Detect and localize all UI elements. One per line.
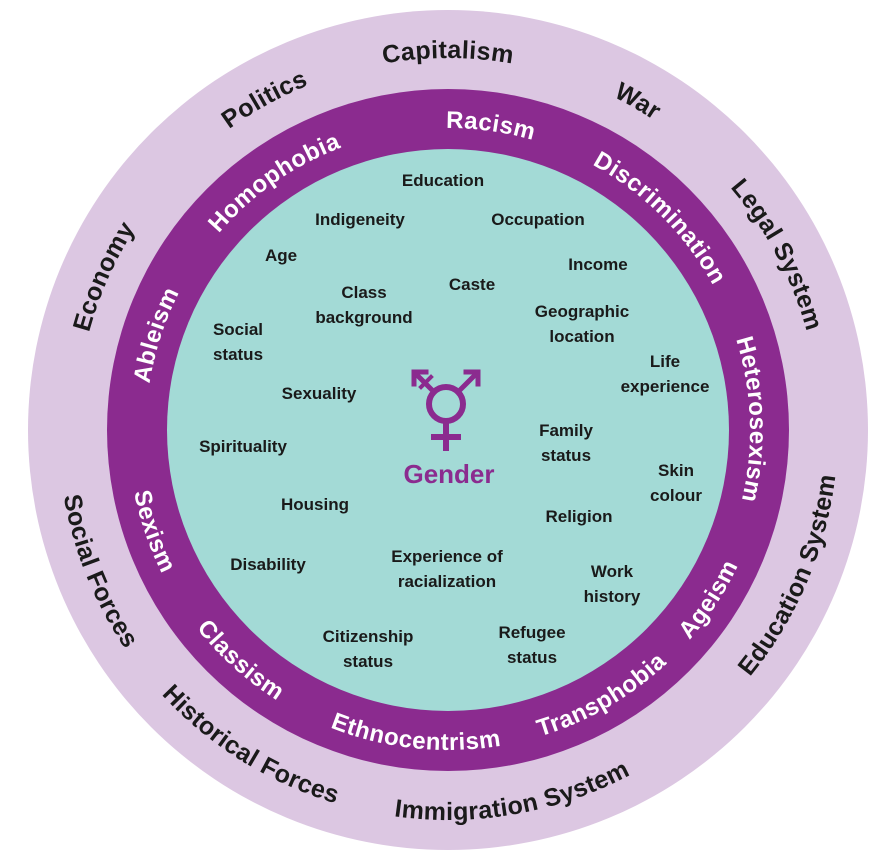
transgender-symbol-icon [411, 369, 481, 451]
center-label: Gender [403, 459, 494, 489]
factor-income: Income [568, 255, 628, 274]
factor-sexuality: Sexuality [282, 384, 357, 403]
factor-housing: Housing [281, 495, 349, 514]
factor-spirituality: Spirituality [199, 437, 287, 456]
factor-occupation: Occupation [491, 210, 585, 229]
factor-age: Age [265, 246, 297, 265]
factor-disability: Disability [230, 555, 306, 574]
factor-religion: Religion [545, 507, 612, 526]
factor-education: Education [402, 171, 484, 190]
factor-indigeneity: Indigeneity [315, 210, 405, 229]
factor-caste: Caste [449, 275, 495, 294]
